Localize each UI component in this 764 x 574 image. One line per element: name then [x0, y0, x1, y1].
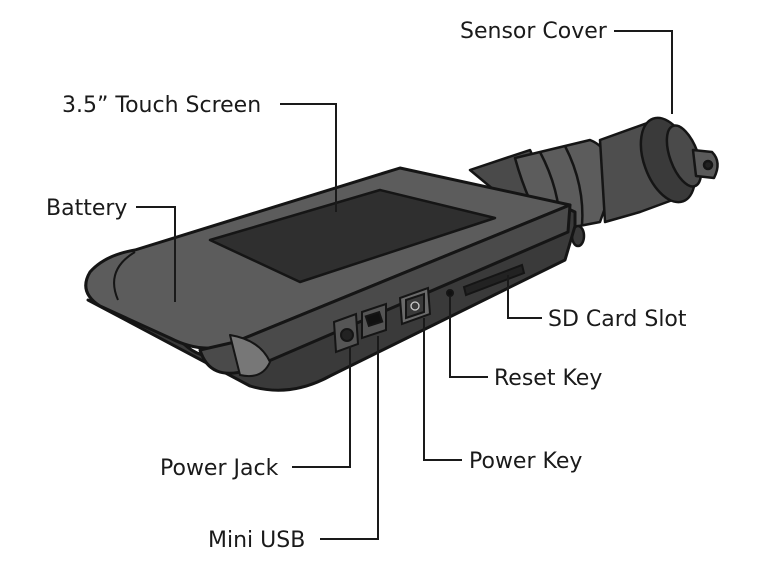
leader-power-jack: [292, 346, 351, 468]
mini-usb-port: [361, 302, 387, 340]
callout-labels: Sensor Cover 3.5” Touch Screen Battery S…: [46, 19, 687, 553]
power-key-button: [398, 286, 432, 326]
leader-sensor-cover: [614, 30, 673, 114]
label-power-key: Power Key: [469, 449, 582, 474]
leader-mini-usb: [320, 336, 379, 540]
leader-power-key: [423, 318, 462, 461]
leader-reset-key: [449, 297, 488, 378]
label-power-jack: Power Jack: [160, 456, 279, 481]
label-sd-card-slot: SD Card Slot: [548, 307, 687, 332]
leader-lines: [136, 30, 673, 540]
label-reset-key: Reset Key: [494, 366, 602, 391]
label-battery: Battery: [46, 196, 127, 221]
reset-key-pinhole: [446, 289, 454, 297]
device-ports: [332, 263, 526, 354]
label-touch-screen: 3.5” Touch Screen: [62, 93, 261, 118]
leader-touch-screen: [280, 103, 337, 212]
label-mini-usb: Mini USB: [208, 528, 305, 553]
power-jack-port: [332, 312, 360, 354]
leader-battery: [136, 206, 176, 302]
leader-sd-card-slot: [507, 275, 542, 319]
label-sensor-cover: Sensor Cover: [460, 19, 608, 44]
sd-card-slot-opening: [462, 263, 526, 297]
